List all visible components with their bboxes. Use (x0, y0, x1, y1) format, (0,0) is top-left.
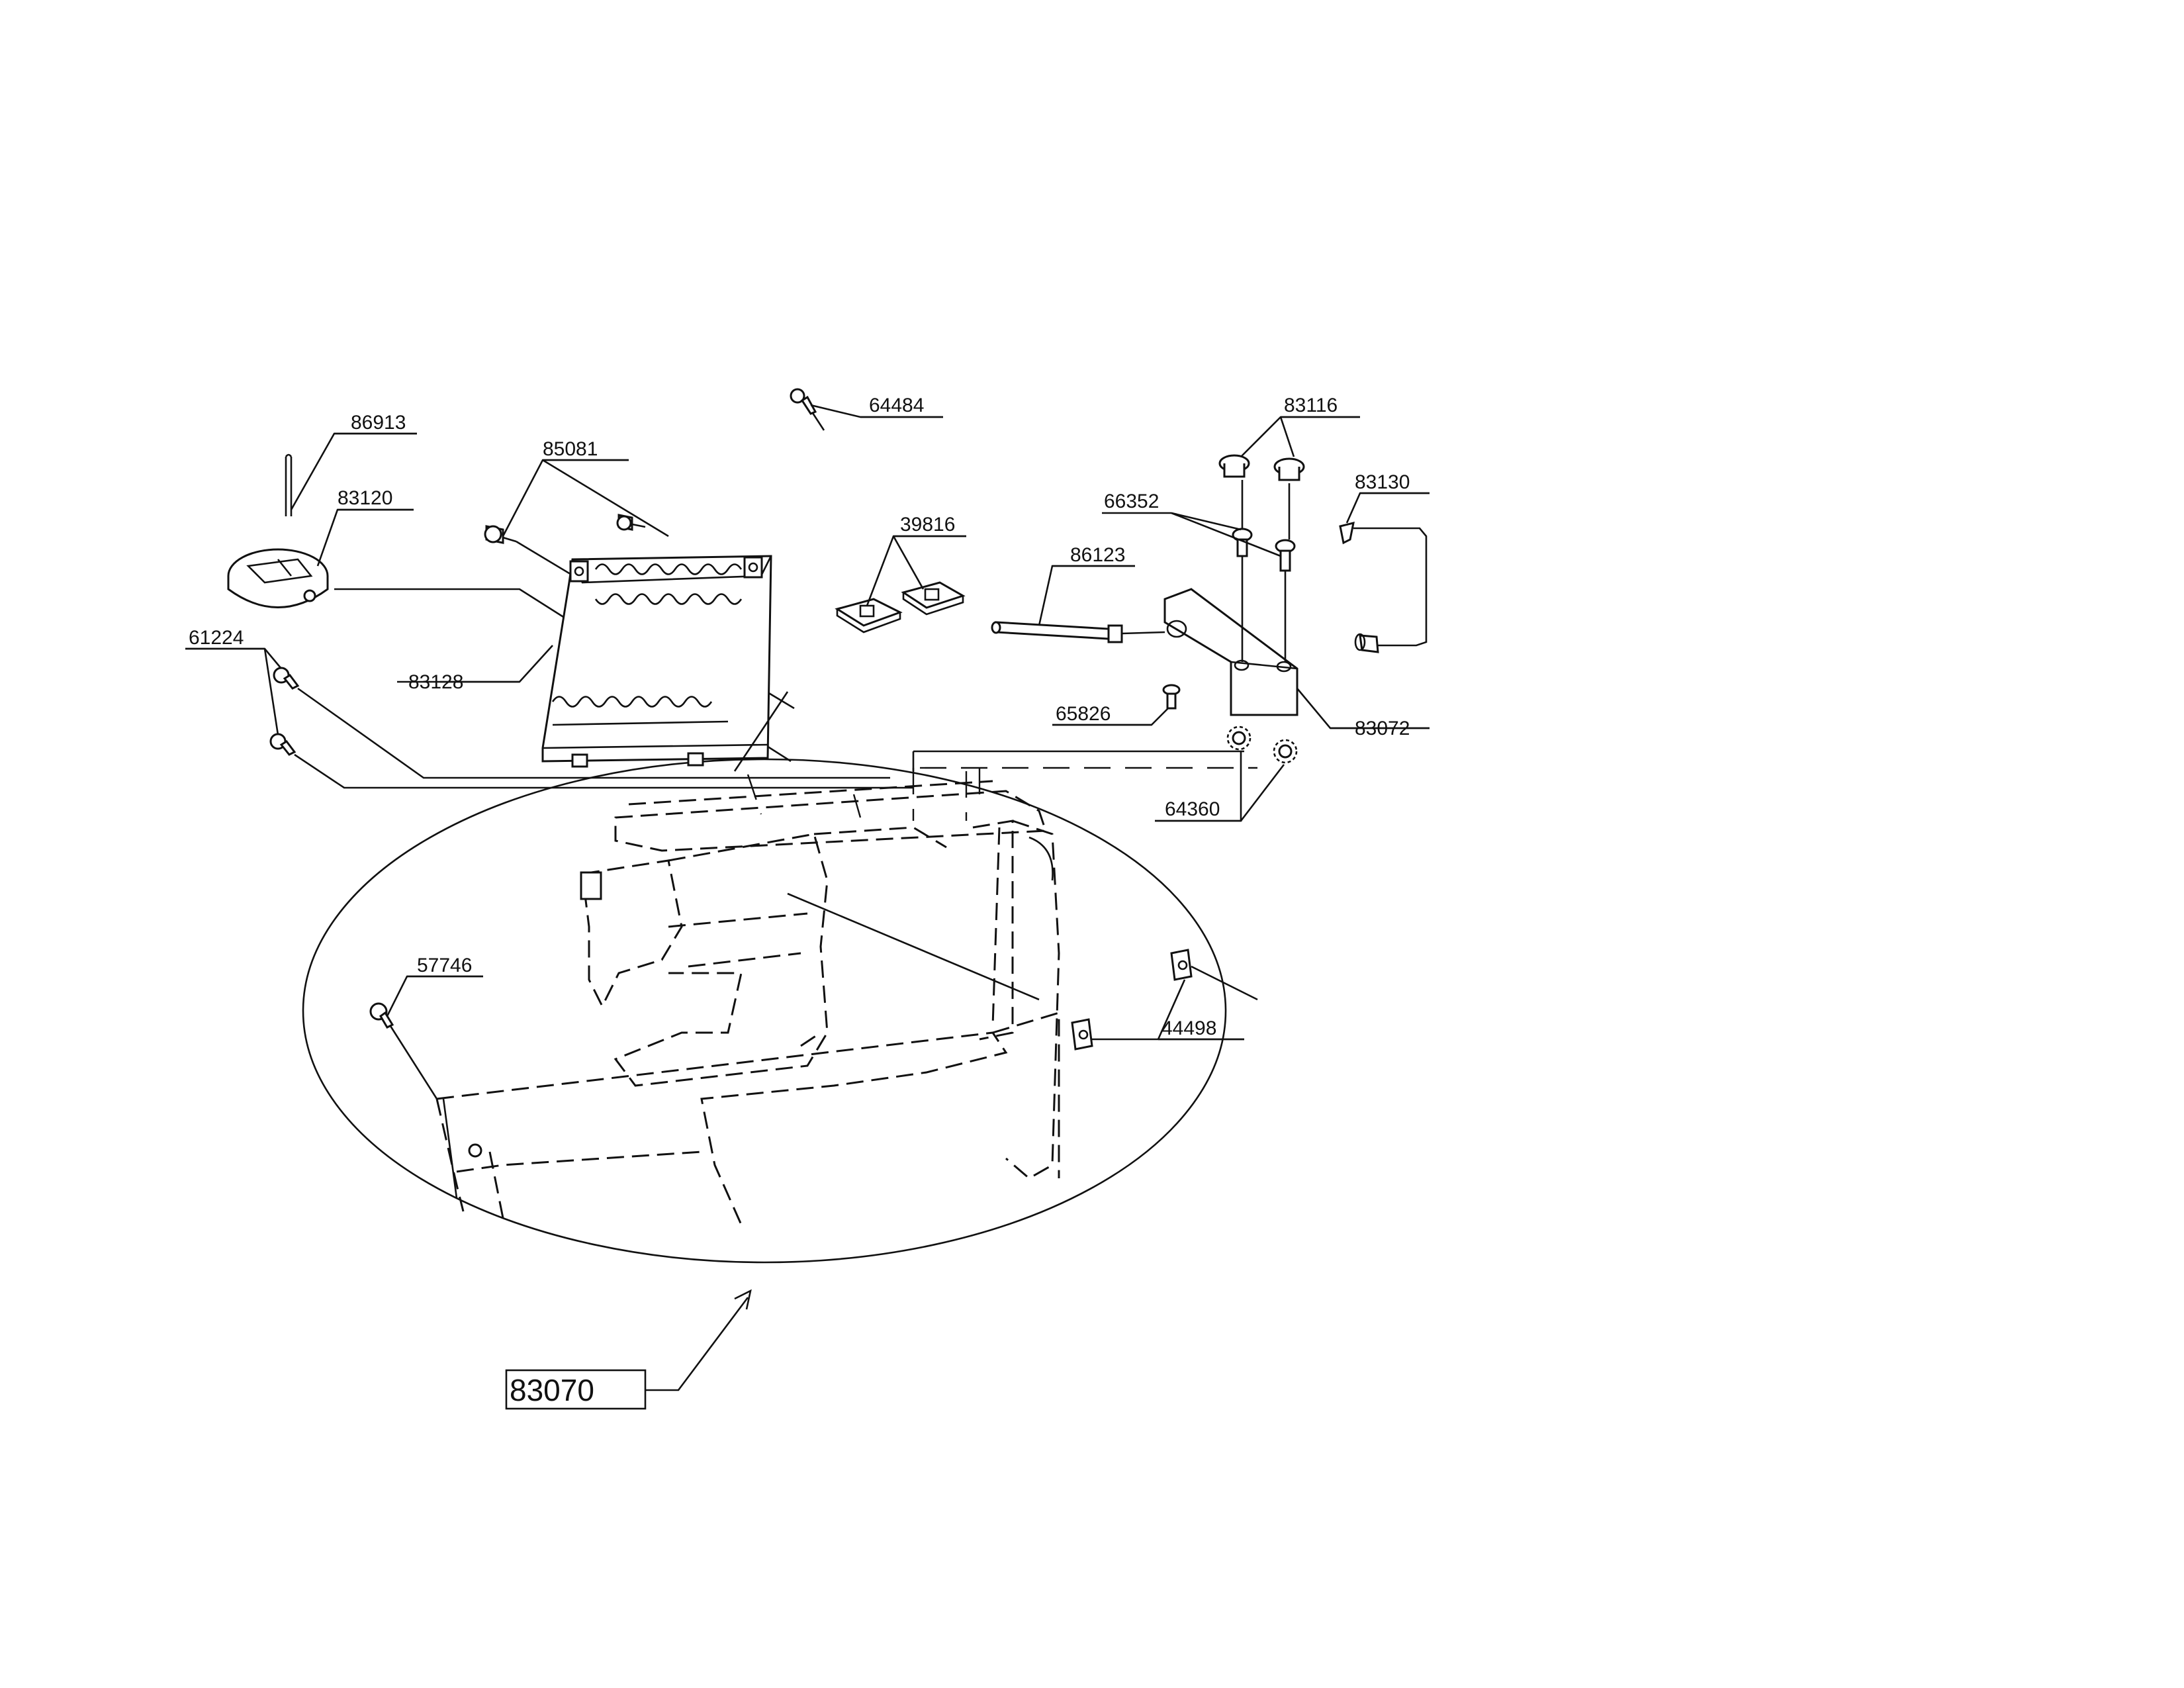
label-83116: 83116 (1284, 395, 1338, 416)
label-44498: 44498 (1161, 1017, 1216, 1039)
part-86123-rod (991, 565, 1165, 643)
label-57746: 57746 (417, 955, 472, 976)
part-83128-spring-bracket (440, 555, 789, 772)
part-83072-block (1163, 588, 1430, 729)
frame-assembly (435, 780, 1060, 1225)
label-65826: 65826 (1056, 703, 1111, 725)
part-83116-plugs (1218, 416, 1360, 481)
assembly-outline-ellipse (302, 758, 1227, 1264)
label-61224: 61224 (189, 627, 244, 649)
label-85081: 85081 (543, 438, 598, 460)
label-83128: 83128 (408, 671, 463, 693)
part-39816-pads (835, 535, 966, 633)
label-86913: 86913 (351, 412, 406, 434)
part-61224-screws (185, 647, 913, 789)
label-86123: 86123 (1070, 544, 1125, 566)
label-83130: 83130 (1355, 471, 1410, 493)
callout-83070 (505, 1289, 752, 1410)
label-83120: 83120 (338, 487, 392, 509)
label-66352: 66352 (1104, 491, 1159, 512)
part-labels: 86913 83120 85081 64484 83116 66352 8313… (185, 395, 1430, 1407)
mounting-lines (747, 750, 1257, 1001)
label-39816: 39816 (900, 514, 955, 536)
label-83070: 83070 (510, 1373, 594, 1407)
label-83072: 83072 (1355, 718, 1410, 739)
part-66352-screws (1171, 480, 1296, 662)
part-57746-screw (369, 975, 483, 1100)
label-64360: 64360 (1165, 798, 1220, 820)
part-83130-wire-clip (1339, 492, 1430, 653)
label-64484: 64484 (869, 395, 924, 416)
